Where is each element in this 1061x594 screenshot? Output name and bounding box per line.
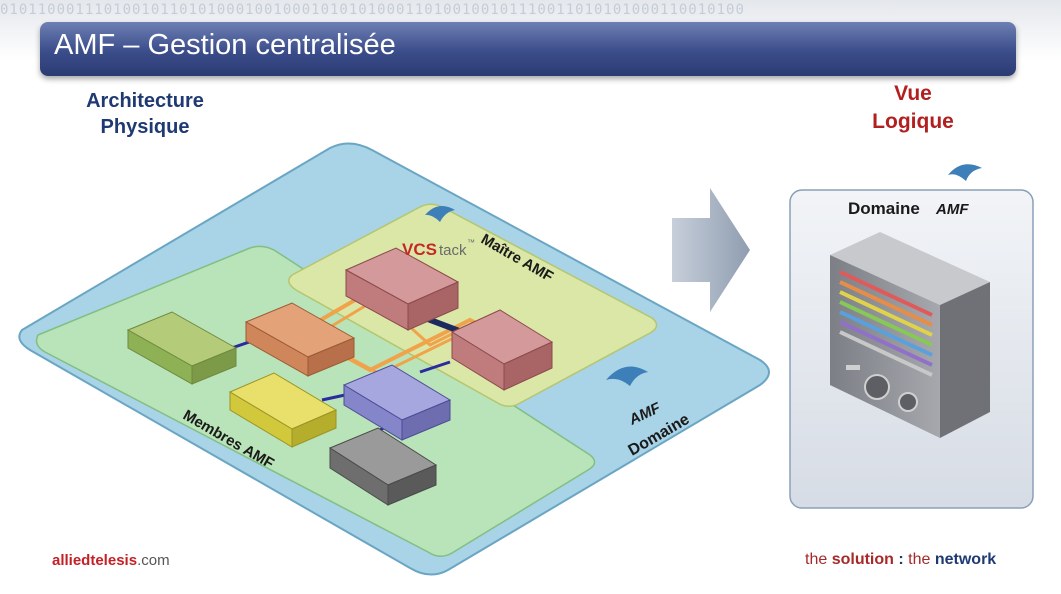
slogan-the-2: the xyxy=(908,551,931,568)
server-cabinet-icon xyxy=(830,232,990,438)
vcstack-tm: ™ xyxy=(467,238,475,247)
slogan-the-1: the xyxy=(805,551,828,568)
amf-swirl-icon-logical xyxy=(948,164,982,181)
vcstack-swirl-icon xyxy=(425,206,455,222)
physical-heading-line1: Architecture xyxy=(86,90,204,112)
slogan-network: network xyxy=(934,551,997,568)
logical-heading-line1: Vue xyxy=(894,82,932,105)
domain-label-logical: Domaine xyxy=(848,199,920,218)
switch-yellow xyxy=(228,372,338,448)
amf-swirl-icon xyxy=(606,366,648,386)
master-switch-top xyxy=(344,247,460,331)
master-switch-bottom xyxy=(450,309,554,391)
footer-brand: alliedtelesis.com xyxy=(52,552,170,569)
vcstack-text-gray: tack xyxy=(439,242,467,259)
footer-slogan: the solution : the network xyxy=(805,551,996,569)
switch-blue xyxy=(342,364,452,441)
physical-heading-line2: Physique xyxy=(100,116,190,138)
vcstack-text-red: VCS xyxy=(402,240,437,259)
logical-heading-line2: Logique xyxy=(872,110,954,133)
logical-view-heading: Vue Logique xyxy=(850,80,976,136)
footer-brand-suffix: .com xyxy=(137,552,170,569)
vcstack-logo: VCS tack ™ xyxy=(402,206,475,259)
transition-arrow-icon xyxy=(672,188,750,312)
slogan-separator: : xyxy=(898,551,904,568)
binary-strip: 0101100011101001011010100010010001010101… xyxy=(0,2,745,18)
amf-logo-logical: AMF xyxy=(935,201,969,218)
page-title: AMF – Gestion centralisée xyxy=(54,29,396,61)
footer-brand-bold: alliedtelesis xyxy=(52,552,138,569)
switch-orange xyxy=(244,302,356,377)
switch-gray xyxy=(328,427,438,506)
switch-green xyxy=(126,311,238,385)
title-bar: AMF – Gestion centralisée xyxy=(40,22,1016,76)
slogan-solution: solution xyxy=(831,551,894,568)
physical-architecture-heading: Architecture Physique xyxy=(60,88,230,140)
